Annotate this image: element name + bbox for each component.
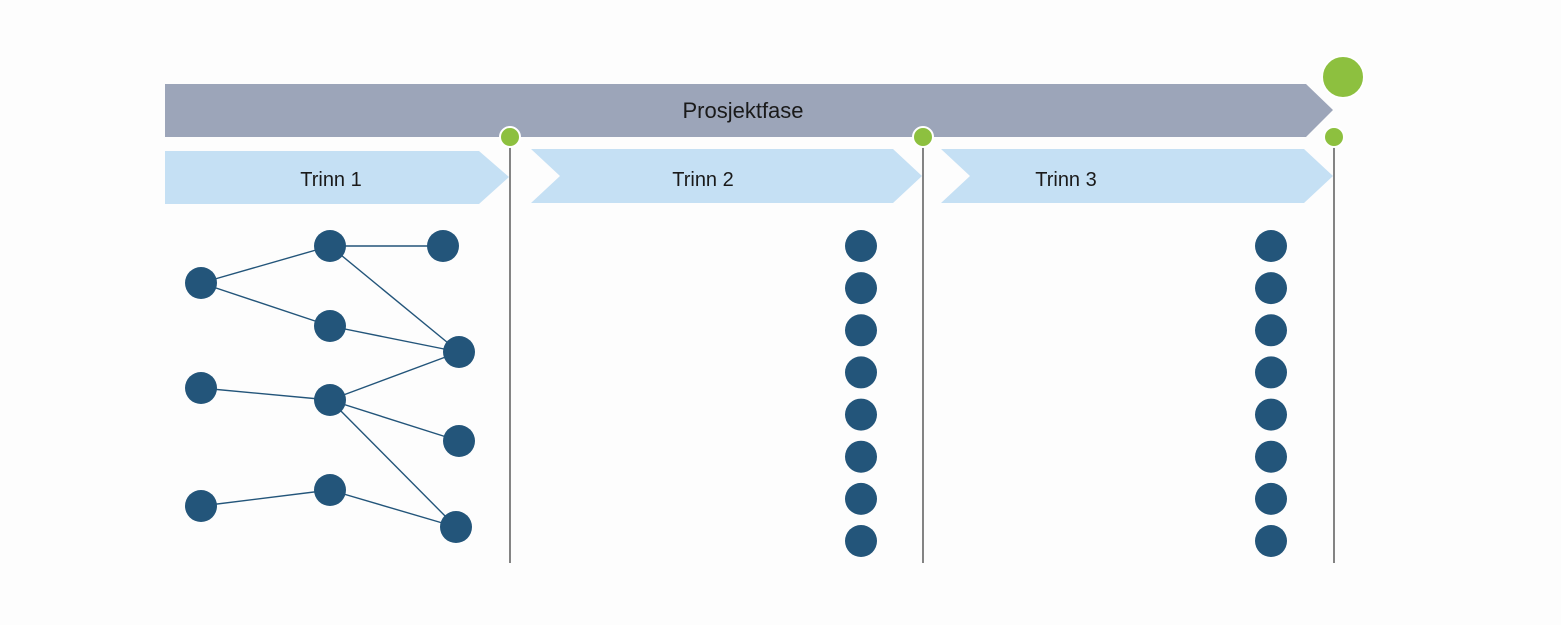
network-node xyxy=(443,425,475,457)
column-node xyxy=(1255,482,1287,515)
network-edge xyxy=(329,325,460,353)
phase-arrow xyxy=(165,84,1333,137)
network-edge xyxy=(329,489,457,528)
step-arrow-1 xyxy=(165,151,509,204)
network-edges xyxy=(200,245,460,528)
column-node xyxy=(845,525,877,557)
column-node xyxy=(1255,440,1287,473)
column-node xyxy=(1255,272,1287,305)
column-node xyxy=(1255,398,1287,431)
phase-label: Prosjektfase xyxy=(682,98,803,123)
step3-node-column xyxy=(1255,230,1287,557)
network-node xyxy=(314,384,346,416)
network-node xyxy=(440,511,472,543)
network-edge xyxy=(329,399,460,442)
step-label-2: Trinn 2 xyxy=(672,169,734,191)
network-edge xyxy=(329,399,457,528)
column-node xyxy=(1255,230,1287,262)
step2-node-column xyxy=(845,230,877,557)
step-arrow-2 xyxy=(531,149,922,203)
network-edge xyxy=(200,282,331,327)
column-node xyxy=(845,356,877,389)
network-node xyxy=(314,474,346,506)
network-edge xyxy=(200,387,331,401)
network-edge xyxy=(200,245,331,284)
column-node xyxy=(845,482,877,515)
column-node xyxy=(1255,314,1287,347)
column-node xyxy=(1255,525,1287,557)
network-edge xyxy=(329,245,460,353)
network-node xyxy=(185,372,217,404)
column-node xyxy=(845,398,877,431)
step-arrow-3 xyxy=(941,149,1333,203)
network-nodes xyxy=(185,230,475,543)
milestone-marker-1 xyxy=(499,126,521,148)
network-node xyxy=(314,230,346,262)
step-label-3: Trinn 3 xyxy=(1035,169,1097,191)
column-node xyxy=(845,314,877,347)
milestone-final-marker xyxy=(1321,55,1365,99)
milestone-marker-3 xyxy=(1323,126,1345,148)
column-node xyxy=(845,230,877,262)
column-node xyxy=(845,440,877,473)
network-node xyxy=(185,490,217,522)
network-edge xyxy=(329,351,460,401)
network-node xyxy=(314,310,346,342)
network-node xyxy=(443,336,475,368)
column-node xyxy=(845,272,877,305)
network-edge xyxy=(200,489,331,507)
network-node xyxy=(427,230,459,262)
milestone-marker-2 xyxy=(912,126,934,148)
step-label-1: Trinn 1 xyxy=(300,169,362,191)
column-node xyxy=(1255,356,1287,389)
network-node xyxy=(185,267,217,299)
